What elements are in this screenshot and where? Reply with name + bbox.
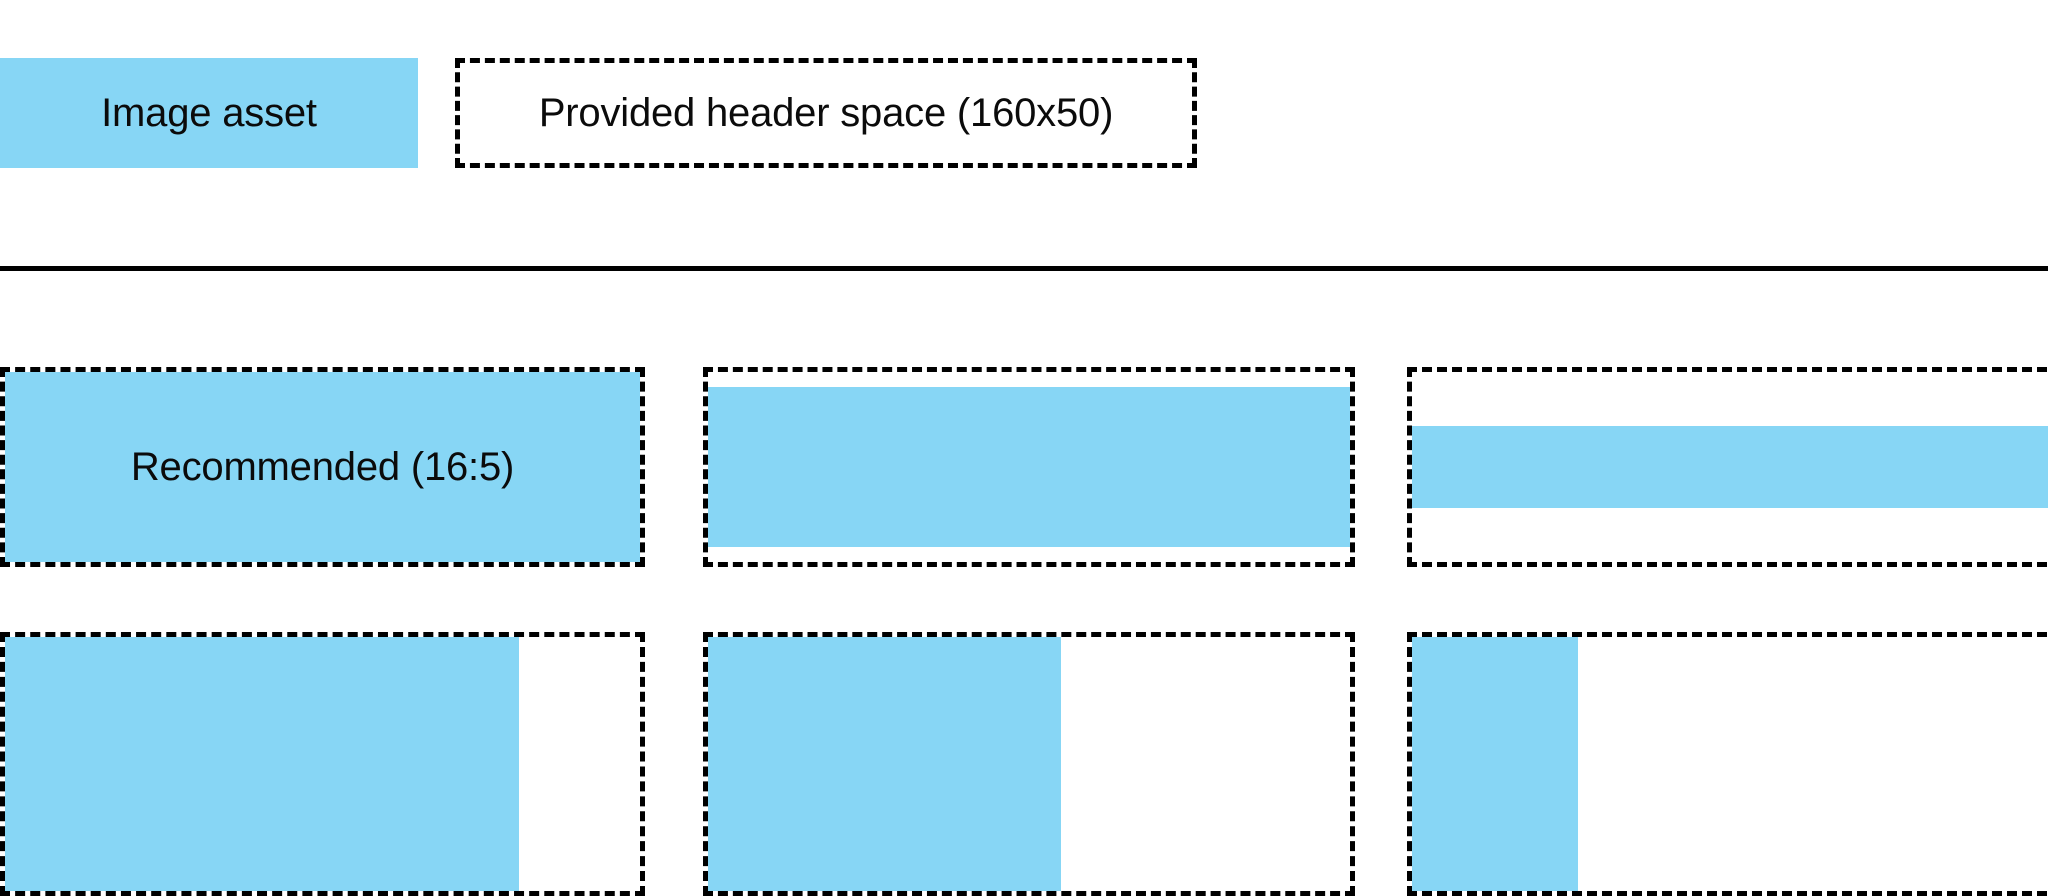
ratio-cell-r2c2 — [703, 632, 1355, 896]
aspect-ratio-row-2 — [0, 632, 2048, 896]
ratio-fill-r1c1 — [5, 372, 640, 562]
ratio-cell-r1c3 — [1407, 367, 2048, 567]
ratio-cell-r2c1 — [0, 632, 645, 896]
provided-header-space-label: Provided header space (160x50) — [538, 91, 1114, 135]
ratio-fill-r2c1 — [5, 637, 520, 891]
ratio-fill-r1c2 — [708, 387, 1350, 547]
ratio-fill-r1c3 — [1412, 426, 2048, 508]
ratio-cell-r1c1: Recommended (16:5) — [0, 367, 645, 567]
image-asset-label: Image asset — [101, 91, 317, 135]
ratio-cell-r2c3 — [1407, 632, 2048, 896]
section-divider — [0, 266, 2048, 271]
provided-header-space-box: Provided header space (160x50) — [455, 58, 1197, 168]
ratio-cell-r1c2 — [703, 367, 1355, 567]
ratio-fill-r2c3 — [1412, 637, 1578, 891]
aspect-ratio-grid: Recommended (16:5) — [0, 367, 2048, 896]
header-example-row: Image asset Provided header space (160x5… — [0, 58, 2048, 168]
ratio-fill-r2c2 — [708, 637, 1062, 891]
image-asset-swatch: Image asset — [0, 58, 418, 168]
aspect-ratio-row-1: Recommended (16:5) — [0, 367, 2048, 567]
